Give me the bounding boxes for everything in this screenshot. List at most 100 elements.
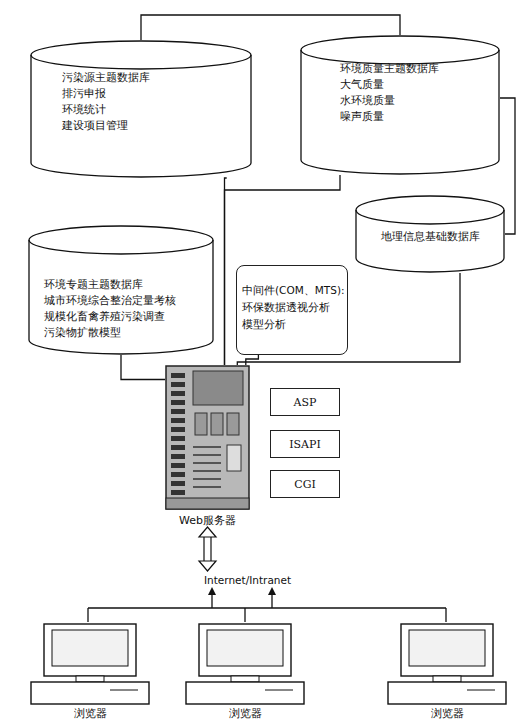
double-arrow-head	[199, 561, 216, 571]
server-vent	[193, 446, 221, 448]
monitor-case	[401, 624, 493, 676]
text-block: 地理信息基础数据库	[355, 195, 505, 245]
server-slot	[171, 481, 185, 486]
network-drop	[244, 608, 245, 622]
server-vent	[193, 454, 221, 456]
node-item: 模型分析	[242, 316, 347, 333]
monitor-neck	[231, 676, 259, 682]
cylinder-rim	[29, 240, 213, 254]
text-block: 中间件(COM、MTS):环保数据透视分析模型分析	[237, 266, 347, 333]
browser-computer: 浏览器	[387, 622, 507, 706]
server-slot	[171, 445, 185, 450]
connector-line	[141, 15, 400, 40]
monitor-neck	[76, 676, 104, 682]
computer-illustration	[30, 622, 150, 706]
server-bay	[211, 413, 223, 435]
server-slot	[171, 382, 185, 387]
monitor-case	[199, 624, 291, 676]
computer-base	[186, 682, 304, 704]
middleware-box: 中间件(COM、MTS):环保数据透视分析模型分析	[236, 265, 348, 355]
node-label: CGI	[294, 478, 316, 491]
cylinder-body	[31, 41, 251, 177]
drive-slot	[265, 690, 293, 691]
node-label: ASP	[294, 396, 317, 409]
node-caption: 浏览器	[0, 707, 180, 720]
text-block: 环境专题主题数据库城市环境综合整治定量考核规模化畜禽养殖污染调查污染物扩散模型	[28, 225, 214, 341]
node-caption: Web服务器	[135, 514, 280, 528]
cylinder-body	[29, 226, 213, 354]
monitor-screen	[409, 630, 485, 666]
server-slot	[171, 463, 185, 468]
browser-computer: 浏览器	[185, 622, 305, 706]
node-label: ISAPI	[289, 438, 321, 451]
cylinder-body	[356, 196, 504, 272]
arrow-head	[268, 587, 276, 595]
computer-base	[31, 682, 149, 704]
server-slot	[171, 391, 185, 396]
monitor-neck	[433, 676, 461, 682]
server-vent	[193, 486, 221, 488]
node-heading: 环境专题主题数据库	[44, 277, 214, 293]
server-vent	[193, 462, 221, 464]
node-item: 建设项目管理	[62, 118, 252, 134]
connector-line	[121, 355, 165, 380]
computer-illustration	[185, 622, 305, 706]
drive-slot	[467, 690, 495, 691]
server-panel	[193, 371, 243, 405]
server-slot	[171, 427, 185, 432]
node-item: 噪声质量	[340, 109, 500, 125]
double-arrow-head	[199, 527, 216, 537]
monitor-screen	[52, 630, 128, 666]
network-label: Internet/Intranet	[204, 574, 291, 586]
drive-slot	[110, 690, 138, 691]
node-item: 城市环境综合整治定量考核	[44, 293, 214, 309]
server-bay	[227, 413, 239, 435]
node-item: 水环境质量	[340, 93, 500, 109]
connector-line	[225, 178, 227, 365]
server-slot	[171, 436, 185, 441]
network-bus	[88, 607, 446, 608]
interface-box: ISAPI	[270, 430, 340, 458]
cylinder-rim	[31, 55, 251, 69]
computer-base	[388, 682, 506, 704]
server-vent	[193, 470, 221, 472]
monitor-case	[44, 624, 136, 676]
browser-computer: 浏览器	[30, 622, 150, 706]
server-base	[166, 498, 249, 509]
node-item: 污染物扩散模型	[44, 325, 214, 341]
cylinder-rim	[301, 50, 499, 64]
node-item: 规模化畜禽养殖污染调查	[44, 309, 214, 325]
node-item: 环保数据透视分析	[242, 299, 347, 316]
database-cylinder: 环境专题主题数据库城市环境综合整治定量考核规模化畜禽养殖污染调查污染物扩散模型	[28, 225, 214, 355]
text-block: 污染源主题数据库排污申报环境统计建设项目管理	[30, 40, 252, 134]
database-cylinder: 污染源主题数据库排污申报环境统计建设项目管理	[30, 40, 252, 178]
double-arrow-shaft	[210, 536, 211, 562]
server-drive	[227, 445, 241, 471]
node-item: 环境统计	[62, 102, 252, 118]
cylinder-body	[301, 36, 499, 174]
server-slot	[171, 418, 185, 423]
server-slot	[171, 400, 185, 405]
server-slot	[171, 373, 185, 378]
server-bay	[195, 413, 207, 435]
interface-box: CGI	[270, 470, 340, 498]
database-cylinder: 环境质量主题数据库大气质量水环境质量噪声质量	[300, 35, 500, 175]
network-uplink	[211, 593, 212, 608]
computer-illustration	[387, 622, 507, 706]
network-drop	[445, 608, 446, 622]
network-uplink	[271, 593, 272, 608]
cylinder-rim	[356, 210, 504, 224]
interface-box: ASP	[270, 388, 340, 416]
connector-line	[246, 355, 259, 365]
monitor-screen	[207, 630, 283, 666]
node-caption: 浏览器	[155, 707, 335, 720]
node-heading: 污染源主题数据库	[62, 70, 252, 86]
arrow-head	[208, 587, 216, 595]
node-item: 大气质量	[340, 77, 500, 93]
double-arrow-shaft	[203, 536, 204, 562]
server-case	[166, 366, 249, 509]
text-block: 环境质量主题数据库大气质量水环境质量噪声质量	[300, 35, 500, 125]
node-item: 排污申报	[62, 86, 252, 102]
cylinder-outline	[300, 35, 500, 175]
